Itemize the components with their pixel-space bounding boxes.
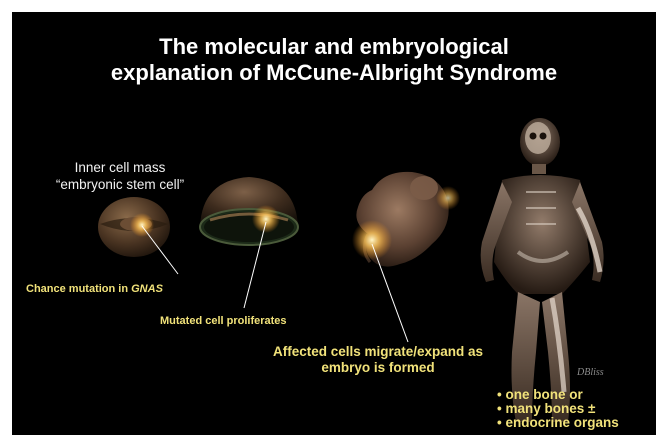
inner-cell-mass-line-1: Inner cell mass xyxy=(40,159,200,176)
embryo xyxy=(352,172,460,267)
gene-name: GNAS xyxy=(131,283,163,295)
title-line-2: explanation of McCune-Albright Syndrome xyxy=(12,60,656,86)
affected-cells-label: Affected cells migrate/expand as embryo … xyxy=(248,344,508,376)
affected-cells-line-2: embryo is formed xyxy=(248,360,508,376)
mutated-cell-label: Mutated cell proliferates xyxy=(160,314,287,328)
blastocyst-large xyxy=(200,177,298,245)
outcome-item: • many bones ± xyxy=(497,402,619,416)
slide-title: The molecular and embryological explanat… xyxy=(12,34,656,86)
outcome-item: • endocrine organs xyxy=(497,416,619,430)
outcome-item: • one bone or xyxy=(497,388,619,402)
affected-cells-line-1: Affected cells migrate/expand as xyxy=(248,344,508,360)
outcome-list: • one bone or • many bones ± • endocrine… xyxy=(497,388,619,430)
chance-mutation-label: Chance mutation in GNAS xyxy=(26,282,163,296)
inner-cell-mass-label: Inner cell mass “embryonic stem cell” xyxy=(40,159,200,193)
title-line-1: The molecular and embryological xyxy=(12,34,656,60)
slide: The molecular and embryological explanat… xyxy=(12,12,656,435)
artist-credit: DBliss xyxy=(577,367,604,378)
inner-cell-mass-line-2: “embryonic stem cell” xyxy=(40,176,200,193)
chance-mutation-prefix: Chance mutation in xyxy=(26,283,131,295)
blastocyst-small xyxy=(98,197,170,257)
